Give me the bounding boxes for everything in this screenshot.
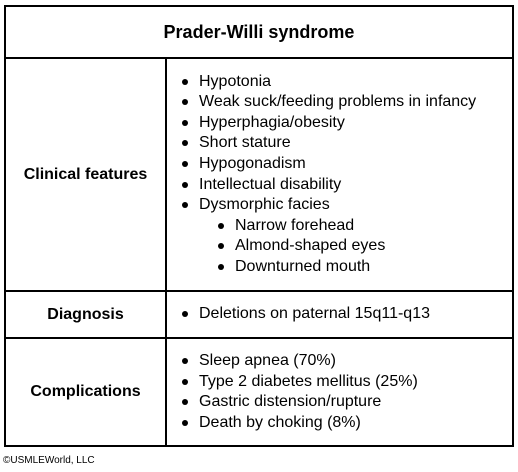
list-item: Deletions on paternal 15q11-q13 [181, 304, 512, 325]
complications-content: Sleep apnea (70%) Type 2 diabetes mellit… [165, 336, 514, 448]
diagnosis-content: Deletions on paternal 15q11-q13 [165, 290, 514, 339]
table-title: Prader-Willi syndrome [4, 5, 514, 59]
title-row: Prader-Willi syndrome [4, 5, 514, 59]
row-label-clinical-features: Clinical features [4, 57, 167, 292]
sub-list-item: Almond-shaped eyes [217, 236, 512, 257]
list-item: Dysmorphic facies Narrow forehead Almond… [181, 195, 512, 277]
complications-row: Complications Sleep apnea (70%) Type 2 d… [4, 336, 514, 448]
list-item: Weak suck/feeding problems in infancy [181, 92, 512, 113]
row-label-diagnosis: Diagnosis [4, 290, 167, 339]
diagnosis-row: Diagnosis Deletions on paternal 15q11-q1… [4, 290, 514, 339]
clinical-features-content: Hypotonia Weak suck/feeding problems in … [165, 57, 514, 292]
dysmorphic-facies-sublist: Narrow forehead Almond-shaped eyes Downt… [199, 216, 512, 278]
sub-list-item: Narrow forehead [217, 216, 512, 237]
list-item: Hyperphagia/obesity [181, 113, 512, 134]
row-label-complications: Complications [4, 336, 167, 448]
complications-list: Sleep apnea (70%) Type 2 diabetes mellit… [167, 339, 512, 445]
clinical-features-row: Clinical features Hypotonia Weak suck/fe… [4, 57, 514, 292]
clinical-features-list: Hypotonia Weak suck/feeding problems in … [167, 60, 512, 290]
list-item: Type 2 diabetes mellitus (25%) [181, 372, 512, 393]
diagnosis-list: Deletions on paternal 15q11-q13 [167, 292, 512, 337]
list-item: Sleep apnea (70%) [181, 351, 512, 372]
copyright-notice: ©USMLEWorld, LLC [3, 455, 95, 466]
list-item: Death by choking (8%) [181, 413, 512, 434]
list-item-text: Dysmorphic facies [199, 196, 330, 214]
list-item: Intellectual disability [181, 175, 512, 196]
sub-list-item: Downturned mouth [217, 257, 512, 278]
list-item: Short stature [181, 133, 512, 154]
list-item: Gastric distension/rupture [181, 392, 512, 413]
list-item: Hypogonadism [181, 154, 512, 175]
prader-willi-table: Prader-Willi syndrome Clinical features … [4, 5, 514, 448]
list-item: Hypotonia [181, 72, 512, 93]
